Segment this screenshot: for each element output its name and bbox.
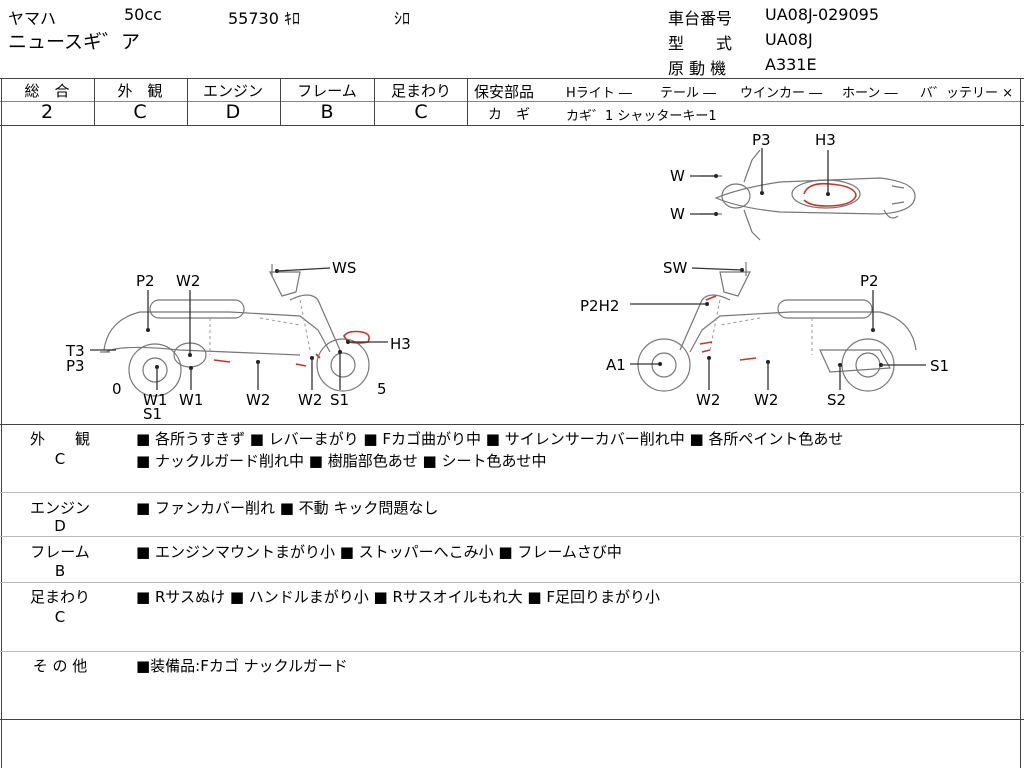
frame-no: UA08J-029095 — [765, 5, 880, 24]
section-title: 外 観 — [29, 430, 90, 448]
label-w2-left-b: W2 — [298, 391, 323, 409]
model-name: ニュースギ゛ア — [8, 31, 141, 53]
divider — [280, 78, 281, 125]
headlight-status: Hライト ― — [566, 86, 632, 101]
scooter-right-view — [630, 262, 926, 392]
grade-value: B — [320, 101, 334, 123]
divider — [0, 651, 1024, 652]
section-title: エンジン — [29, 499, 90, 517]
label-h3-top: H3 — [815, 131, 836, 149]
grade-value: 2 — [40, 101, 54, 123]
scooter-left-view — [90, 264, 388, 397]
section-grade: C — [54, 608, 66, 626]
label-w1-left-b: W1 — [179, 391, 204, 409]
label-w-top-1: W — [670, 167, 685, 185]
section-grade: C — [54, 450, 66, 468]
label-p2h2: P2H2 — [580, 297, 620, 315]
scooter-top-view — [690, 148, 916, 241]
divider — [94, 78, 95, 125]
label-t3: T3 — [66, 342, 85, 360]
label-s1-right: S1 — [930, 357, 950, 375]
label-five: 5 — [377, 380, 387, 398]
section-line: ■ エンジンマウントまがり小 ■ ストッパーへこみ小 ■ フレームさび中 — [136, 543, 622, 561]
grade-label: 外 観 — [117, 82, 163, 100]
winker-status: ウインカー ― — [740, 86, 823, 101]
label-h3-left: H3 — [390, 335, 411, 353]
label-p2-right: P2 — [860, 272, 879, 290]
label-s1-left-a: S1 — [143, 405, 163, 423]
type-value: UA08J — [765, 30, 813, 49]
section-title: そ の 他 — [32, 657, 88, 675]
section-grade: D — [54, 517, 66, 535]
divider — [0, 536, 1024, 537]
label-w2-left-top: W2 — [176, 272, 201, 290]
frame-no-label: 車台番号 — [668, 9, 733, 28]
label-s2-right: S2 — [827, 391, 847, 409]
grade-label: エンジン — [202, 82, 263, 100]
mileage: 55730 ｷﾛ — [228, 9, 300, 28]
section-line: ■装備品:Fカゴ ナックルガード — [136, 657, 348, 675]
section-title: フレーム — [30, 543, 90, 561]
divider — [0, 424, 1024, 425]
divider — [187, 78, 188, 125]
divider — [0, 492, 1024, 493]
divider — [0, 78, 1024, 79]
label-s1-left-b: S1 — [330, 391, 350, 409]
label-a1: A1 — [606, 356, 626, 374]
scooter-damage-diagram — [90, 148, 926, 397]
type-label: 型 式 — [668, 34, 733, 53]
divider — [1020, 78, 1021, 768]
label-ws: WS — [332, 259, 357, 277]
grade-label: フレーム — [297, 82, 357, 100]
section-line: ■ ナックルガード削れ中 ■ 樹脂部色あせ ■ シート色あせ中 — [136, 452, 547, 470]
key-label: カ ギ — [488, 107, 530, 123]
engine-label: 原 動 機 — [668, 59, 727, 78]
grade-value: C — [414, 101, 428, 123]
section-line: ■ Rサスぬけ ■ ハンドルまがり小 ■ Rサスオイルもれ大 ■ F足回りまがり… — [136, 588, 660, 606]
label-sw: SW — [663, 259, 688, 277]
taillight-status: テール ― — [660, 86, 717, 101]
label-p2-left: P2 — [136, 272, 155, 290]
section-line: ■ ファンカバー削れ ■ 不動 キック問題なし — [136, 499, 439, 517]
section-title: 足まわり — [29, 588, 90, 606]
label-p3-top: P3 — [752, 131, 771, 149]
section-grade: B — [54, 562, 66, 580]
divider — [0, 582, 1024, 583]
divider — [1, 78, 2, 768]
grade-value: D — [225, 101, 241, 123]
engine-value: A331E — [765, 55, 817, 74]
battery-status: バ゛ッテリー × — [920, 86, 1014, 101]
key-value: カギ゛1 シャッターキー1 — [566, 109, 717, 124]
label-w-top-2: W — [670, 205, 685, 223]
label-p3-left: P3 — [66, 357, 85, 375]
divider — [0, 125, 1024, 126]
label-w2-right-a: W2 — [696, 391, 721, 409]
divider — [467, 78, 468, 125]
displacement: 50cc — [124, 5, 162, 24]
divider — [0, 719, 1024, 720]
divider — [468, 101, 1024, 102]
grade-label: 総 合 — [24, 82, 70, 100]
label-w2-left-a: W2 — [246, 391, 271, 409]
safety-label: 保安部品 — [474, 83, 535, 101]
body-color: ｼﾛ — [394, 9, 411, 28]
grade-value: C — [133, 101, 147, 123]
horn-status: ホーン ― — [842, 86, 898, 101]
label-w1-left-a: W1 — [143, 391, 168, 409]
label-w2-right-b: W2 — [754, 391, 779, 409]
section-line: ■ 各所うすきず ■ レバーまがり ■ Fカゴ曲がり中 ■ サイレンサーカバー削… — [136, 430, 844, 448]
label-zero: 0 — [112, 380, 122, 398]
divider — [374, 78, 375, 125]
maker: ヤマハ — [8, 9, 57, 28]
grade-label: 足まわり — [390, 82, 451, 100]
divider — [0, 101, 468, 102]
